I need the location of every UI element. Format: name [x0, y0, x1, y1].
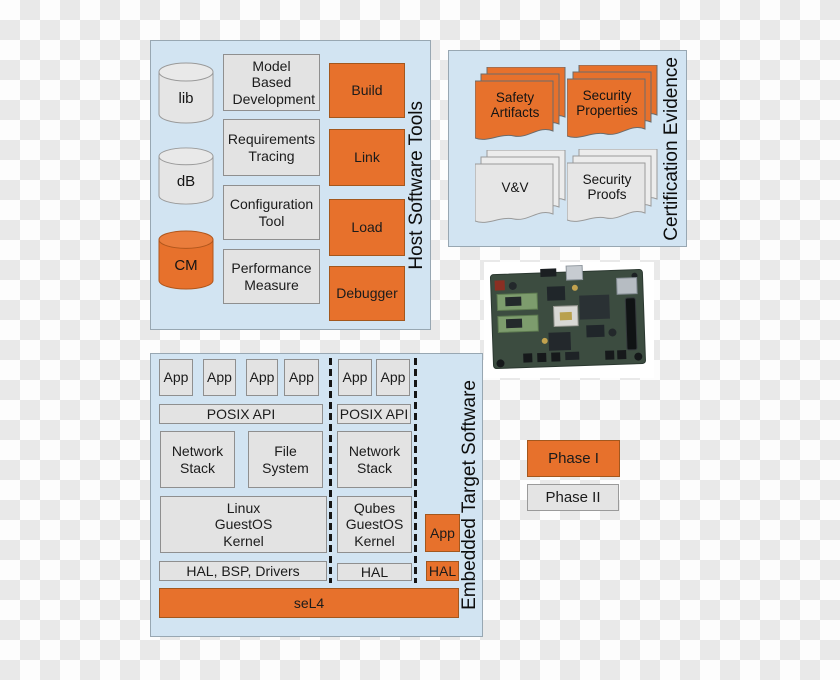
- tool-box-label: Debugger: [336, 285, 398, 302]
- app-box: App: [338, 359, 372, 396]
- tool-box-label: Link: [354, 149, 380, 166]
- kernel-label: Linux GuestOS Kernel: [214, 500, 273, 549]
- qubes-guestos-kernel-box: Qubes GuestOS Kernel: [337, 496, 412, 553]
- certification-evidence-panel: Safety Artifacts Security Properties V&V: [448, 50, 687, 247]
- linux-guestos-kernel-box: Linux GuestOS Kernel: [160, 496, 327, 553]
- app-label: App: [249, 369, 275, 386]
- tool-box-link: Link: [329, 129, 405, 186]
- doc-stack-label: Security Properties: [576, 87, 638, 118]
- database-cylinder-lib: lib: [158, 62, 214, 124]
- document-stack-icon: [567, 149, 658, 222]
- partition-divider-1: [329, 358, 332, 583]
- cylinder-label: lib: [178, 89, 194, 107]
- process-box-label: Configuration Tool: [229, 196, 314, 229]
- tool-box-debugger: Debugger: [329, 266, 405, 321]
- cylinder-shape: [158, 230, 214, 290]
- app-label: App: [430, 524, 455, 541]
- sel4-microkernel-bar: seL4: [159, 588, 459, 618]
- tool-box-build: Build: [329, 63, 405, 118]
- partition-divider-2: [414, 358, 417, 583]
- app-box: App: [246, 359, 278, 396]
- app-label: App: [380, 369, 406, 386]
- tool-box-load: Load: [329, 199, 405, 256]
- dev-board-photo: [484, 262, 654, 378]
- embedded-panel-title: Embedded Target Software: [458, 380, 480, 610]
- app-label: App: [163, 369, 189, 386]
- database-cylinder-db: dB: [158, 147, 214, 205]
- native-hal-box: HAL: [426, 561, 459, 581]
- app-label: App: [289, 369, 314, 386]
- network-stack-label: Network Stack: [348, 443, 401, 476]
- app-box: App: [284, 359, 319, 396]
- doc-stack-vandv: V&V: [475, 150, 567, 228]
- doc-stack-label: Security Proofs: [582, 171, 632, 202]
- cylinder-label: CM: [174, 256, 198, 274]
- network-stack-label: Network Stack: [171, 443, 224, 476]
- app-label: App: [207, 369, 232, 386]
- document-stack-icon: [567, 65, 658, 138]
- hal-bsp-drivers-box: HAL, BSP, Drivers: [159, 561, 327, 581]
- posix-api-box: POSIX API: [159, 404, 323, 424]
- document-stack-icon: [475, 150, 566, 223]
- process-box-label: Requirements Tracing: [227, 131, 316, 164]
- app-box: App: [203, 359, 236, 396]
- doc-stack-security-proofs: Security Proofs: [567, 149, 659, 227]
- legend-phase-2: Phase II: [527, 484, 619, 511]
- cylinder-shape: [158, 147, 214, 205]
- process-box-model-based-development: Model Based Development: [223, 54, 320, 111]
- process-box-configuration-tool: Configuration Tool: [223, 185, 320, 240]
- legend-phase-1: Phase I: [527, 440, 620, 477]
- posix-api-label: POSIX API: [206, 405, 276, 422]
- doc-stack-label: V&V: [501, 180, 529, 196]
- cylinder-shape: [158, 62, 214, 124]
- file-system-label: File System: [262, 443, 309, 476]
- legend-phase-1-label: Phase I: [548, 449, 599, 467]
- embedded-panel-title-wrap: Embedded Target Software: [457, 354, 482, 636]
- process-box-label: Performance Measure: [231, 260, 312, 293]
- doc-stack-security-properties: Security Properties: [567, 65, 659, 143]
- posix-api-box: POSIX API: [337, 404, 411, 424]
- certification-panel-title-wrap: Certification Evidence: [658, 51, 686, 246]
- dev-board-photo-frame: [484, 262, 654, 378]
- doc-stack-safety-artifacts: Safety Artifacts: [475, 67, 567, 145]
- document-stack-icon: [475, 67, 566, 140]
- posix-api-label: POSIX API: [339, 405, 409, 422]
- app-label: App: [342, 369, 368, 386]
- certification-panel-title: Certification Evidence: [661, 56, 682, 241]
- tool-box-label: Build: [351, 82, 383, 99]
- file-system-box: File System: [248, 431, 323, 488]
- host-software-tools-panel: lib dB CM Model Based Development Requir…: [150, 40, 431, 330]
- process-box-performance-measure: Performance Measure: [223, 249, 320, 304]
- host-panel-title: Host Software Tools: [405, 100, 427, 270]
- cylinder-label: dB: [176, 172, 196, 190]
- kernel-label: Qubes GuestOS Kernel: [345, 500, 404, 549]
- hal-label: HAL: [360, 563, 389, 580]
- embedded-target-software-panel: App App App App App App POSIX API POSIX …: [150, 353, 483, 637]
- hal-box: HAL: [337, 563, 412, 581]
- process-box-requirements-tracing: Requirements Tracing: [223, 119, 320, 176]
- sel4-label: seL4: [293, 594, 325, 611]
- hal-label: HAL, BSP, Drivers: [186, 562, 300, 579]
- legend-phase-2-label: Phase II: [545, 488, 601, 506]
- process-box-label: Model Based Development: [232, 58, 316, 107]
- database-cylinder-cm: CM: [158, 230, 214, 290]
- doc-stack-label: Safety Artifacts: [490, 89, 540, 120]
- network-stack-box: Network Stack: [337, 431, 412, 488]
- app-box: App: [376, 359, 410, 396]
- host-panel-title-wrap: Host Software Tools: [403, 41, 430, 329]
- hal-label: HAL: [428, 562, 457, 579]
- tool-box-label: Load: [351, 219, 383, 236]
- native-app-box: App: [425, 514, 460, 552]
- network-stack-box: Network Stack: [160, 431, 235, 488]
- app-box: App: [159, 359, 193, 396]
